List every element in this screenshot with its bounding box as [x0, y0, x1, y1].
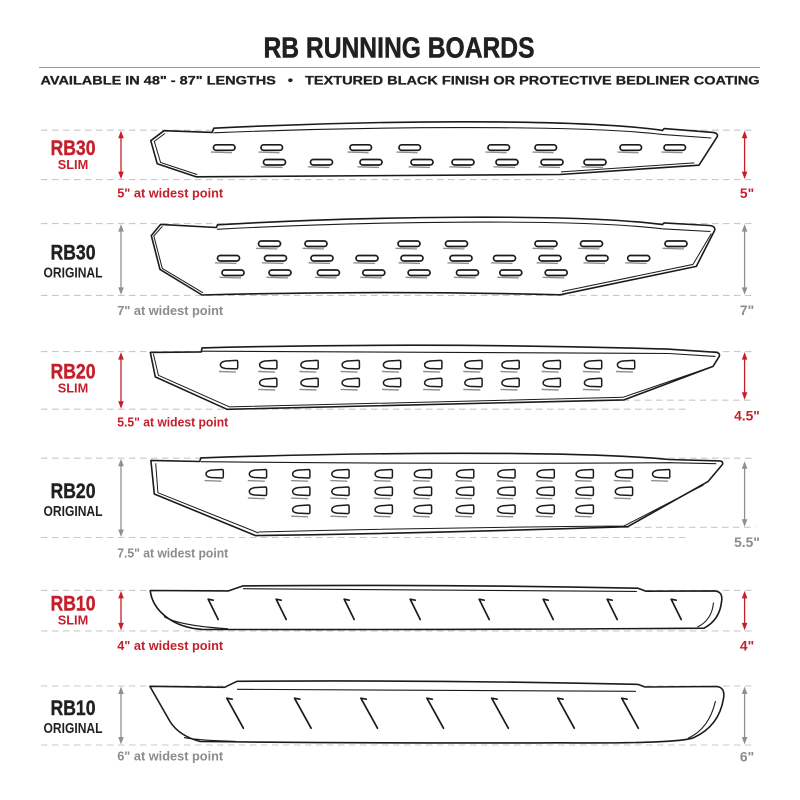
- svg-text:7": 7": [740, 303, 754, 318]
- svg-text:ORIGINAL: ORIGINAL: [44, 503, 103, 520]
- svg-text:4": 4": [740, 639, 754, 654]
- svg-text:RB20: RB20: [51, 479, 96, 503]
- svg-text:RB20: RB20: [51, 360, 96, 384]
- svg-text:4.5": 4.5": [734, 408, 760, 423]
- svg-text:ORIGINAL: ORIGINAL: [44, 265, 103, 282]
- svg-text:5": 5": [740, 186, 754, 201]
- svg-text:5.5" at widest point: 5.5" at widest point: [117, 414, 229, 429]
- svg-text:4" at widest point: 4" at widest point: [117, 638, 224, 653]
- svg-text:7.5" at widest point: 7.5" at widest point: [117, 546, 229, 561]
- svg-text:5" at widest point: 5" at widest point: [117, 185, 224, 200]
- svg-text:RB10: RB10: [51, 696, 96, 720]
- svg-text:6": 6": [740, 749, 754, 764]
- svg-text:6" at widest point: 6" at widest point: [117, 749, 224, 764]
- svg-text:5.5": 5.5": [734, 535, 760, 550]
- svg-text:7" at widest point: 7" at widest point: [117, 303, 224, 318]
- svg-text:AVAILABLE IN 48" - 87" LENGTHS: AVAILABLE IN 48" - 87" LENGTHS • TEXTURE…: [41, 74, 760, 88]
- svg-text:SLIM: SLIM: [58, 158, 89, 172]
- svg-text:RB RUNNING BOARDS: RB RUNNING BOARDS: [264, 33, 535, 65]
- svg-text:RB30: RB30: [51, 136, 96, 160]
- svg-text:SLIM: SLIM: [58, 382, 89, 396]
- svg-text:ORIGINAL: ORIGINAL: [44, 720, 103, 737]
- svg-text:RB10: RB10: [51, 591, 96, 615]
- svg-text:SLIM: SLIM: [58, 613, 89, 627]
- svg-text:RB30: RB30: [51, 240, 96, 264]
